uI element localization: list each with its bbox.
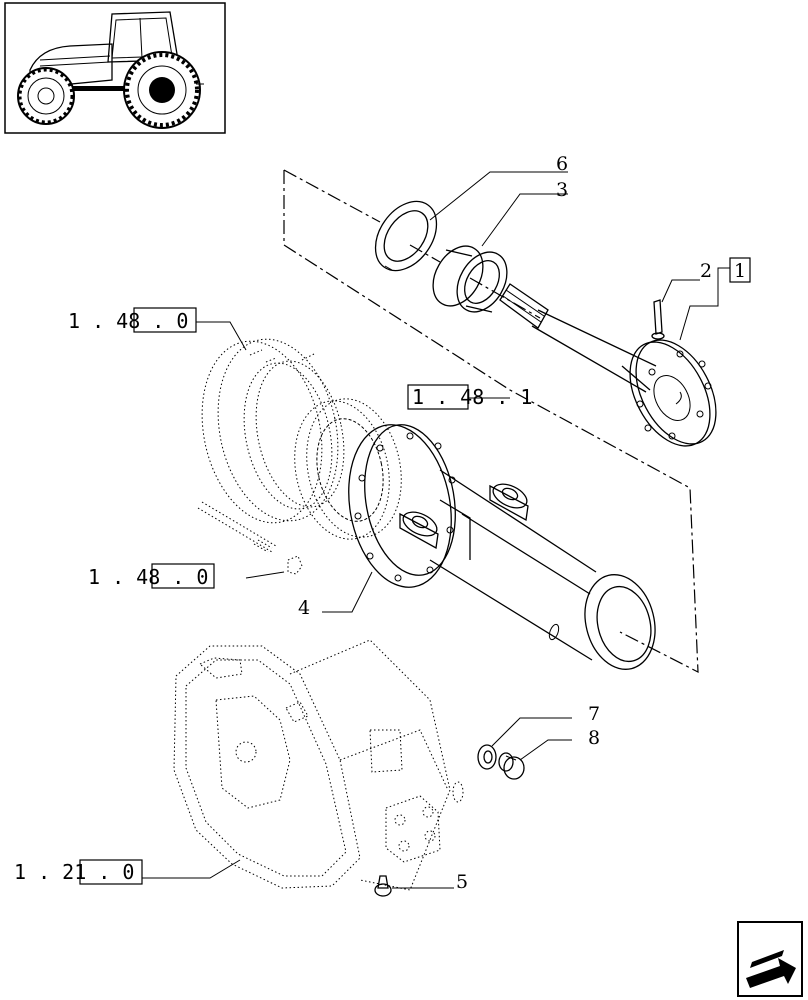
reference-label-middle: 1 . 48 . 1: [407, 384, 532, 410]
tractor-thumbnail: [4, 2, 226, 134]
part-number-2: 2: [700, 260, 712, 282]
sealing-washer: [477, 744, 497, 770]
stud-and-nut-reference: [197, 501, 303, 575]
part-number-7: 7: [588, 703, 600, 725]
drain-plug: [374, 875, 392, 897]
part-number-3: 3: [556, 179, 568, 201]
bearing: [432, 245, 508, 313]
reference-label-bottom-left: 1 . 48 . 0: [88, 563, 215, 589]
assembly-axis-frame: [283, 169, 699, 674]
transmission-housing-reference: [173, 639, 464, 891]
reference-label-housing: 1 . 21 . 0: [14, 859, 143, 885]
next-page-button[interactable]: [737, 921, 803, 997]
reference-label-top-left: 1 . 48 . 0: [68, 307, 197, 333]
part-number-8: 8: [588, 727, 600, 749]
part-number-1: 1: [734, 260, 746, 282]
planetary-carrier-reference: [294, 398, 402, 540]
next-page-arrow-icon: [746, 950, 796, 988]
part-number-4: 4: [298, 597, 310, 619]
reference-text: 1 . 48 . 0: [68, 309, 188, 333]
part-number-6: 6: [556, 153, 568, 175]
filler-plug: [498, 752, 525, 780]
axle-shaft: [499, 283, 717, 447]
ring-gear-reference: [201, 338, 345, 524]
trumpet-housing: [348, 424, 656, 670]
leader-lines: [142, 171, 730, 889]
reference-text: 1 . 48 . 0: [88, 565, 208, 589]
flange-bolt: [651, 299, 665, 340]
tractor-icon: [17, 11, 204, 129]
part-1-box: [729, 257, 751, 283]
reference-text: 1 . 48 . 1: [412, 385, 532, 409]
part-number-5: 5: [456, 871, 468, 893]
seal-ring: [374, 200, 438, 272]
reference-text: 1 . 21 . 0: [14, 860, 134, 884]
